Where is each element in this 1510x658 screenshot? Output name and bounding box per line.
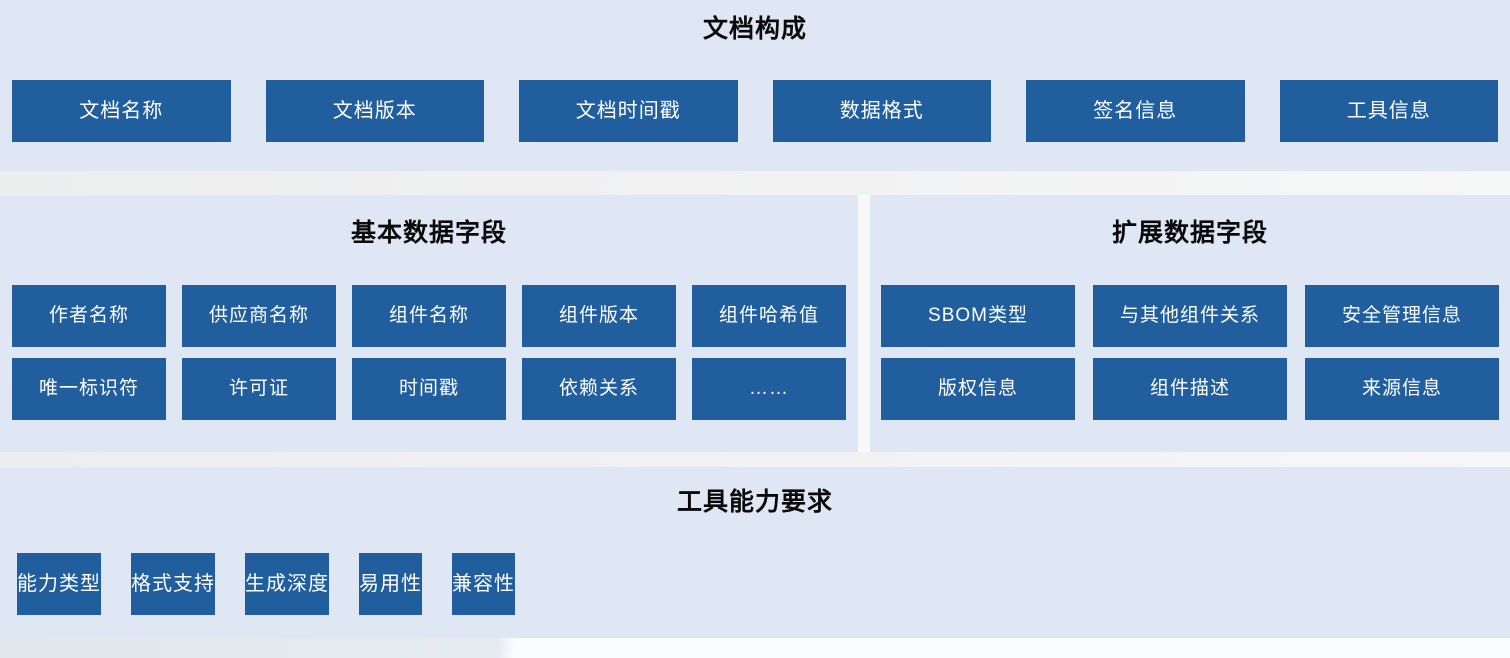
node-sbom-type[interactable]: SBOM类型 — [881, 285, 1075, 347]
node-compatibility[interactable]: 兼容性 — [452, 553, 515, 615]
node-capability-type[interactable]: 能力类型 — [17, 553, 101, 615]
section-title-basic-data-fields: 基本数据字段 — [350, 219, 507, 247]
node-component-hash[interactable]: 组件哈希值 — [692, 285, 846, 347]
node-tool-info[interactable]: 工具信息 — [1279, 80, 1498, 142]
node-document-version[interactable]: 文档版本 — [265, 80, 484, 142]
node-copyright-info[interactable]: 版权信息 — [881, 358, 1075, 420]
node-component-description[interactable]: 组件描述 — [1093, 358, 1287, 420]
node-dependency-relation[interactable]: 依赖关系 — [522, 358, 676, 420]
node-security-management-info[interactable]: 安全管理信息 — [1305, 285, 1499, 347]
node-author-name[interactable]: 作者名称 — [12, 285, 166, 347]
node-row-extended-2: 版权信息 组件描述 来源信息 — [881, 358, 1499, 420]
node-supplier-name[interactable]: 供应商名称 — [182, 285, 336, 347]
node-component-name[interactable]: 组件名称 — [352, 285, 506, 347]
node-origin-info[interactable]: 来源信息 — [1305, 358, 1499, 420]
node-timestamp[interactable]: 时间戳 — [352, 358, 506, 420]
node-row-basic-2: 唯一标识符 许可证 时间戳 依赖关系 …… — [12, 358, 846, 420]
node-rows-basic-data-fields: 作者名称 供应商名称 组件名称 组件版本 组件哈希值 唯一标识符 许可证 时间戳… — [12, 285, 846, 420]
node-unique-identifier[interactable]: 唯一标识符 — [12, 358, 166, 420]
section-extended-data-fields: 扩展数据字段 SBOM类型 与其他组件关系 安全管理信息 版权信息 组件描述 来… — [870, 195, 1510, 452]
node-row-basic-1: 作者名称 供应商名称 组件名称 组件版本 组件哈希值 — [12, 285, 846, 347]
section-title-extended-data-fields: 扩展数据字段 — [1111, 219, 1268, 247]
node-relations-with-other-components[interactable]: 与其他组件关系 — [1093, 285, 1287, 347]
node-document-timestamp[interactable]: 文档时间戳 — [519, 80, 738, 142]
node-usability[interactable]: 易用性 — [359, 553, 422, 615]
node-component-version[interactable]: 组件版本 — [522, 285, 676, 347]
node-ellipsis[interactable]: …… — [692, 358, 846, 420]
section-divider-middle — [0, 452, 1510, 467]
node-data-format[interactable]: 数据格式 — [772, 80, 991, 142]
section-basic-data-fields: 基本数据字段 作者名称 供应商名称 组件名称 组件版本 组件哈希值 唯一标识符 … — [0, 195, 858, 452]
node-rows-extended-data-fields: SBOM类型 与其他组件关系 安全管理信息 版权信息 组件描述 来源信息 — [881, 285, 1499, 420]
section-divider-bottom — [0, 638, 1510, 658]
section-title-document-composition: 文档构成 — [702, 15, 807, 43]
section-divider-top — [0, 171, 1510, 195]
section-title-tool-capability-requirements: 工具能力要求 — [676, 488, 833, 516]
node-document-name[interactable]: 文档名称 — [12, 80, 231, 142]
node-format-support[interactable]: 格式支持 — [131, 553, 215, 615]
node-generation-depth[interactable]: 生成深度 — [245, 553, 329, 615]
node-license[interactable]: 许可证 — [182, 358, 336, 420]
node-row-tool-capability: 能力类型 格式支持 生成深度 易用性 兼容性 — [17, 553, 1493, 615]
node-signature-info[interactable]: 签名信息 — [1026, 80, 1245, 142]
section-document-composition: 文档构成 文档名称 文档版本 文档时间戳 数据格式 签名信息 工具信息 — [0, 0, 1510, 171]
node-row-document-composition: 文档名称 文档版本 文档时间戳 数据格式 签名信息 工具信息 — [12, 80, 1498, 142]
node-row-extended-1: SBOM类型 与其他组件关系 安全管理信息 — [881, 285, 1499, 347]
